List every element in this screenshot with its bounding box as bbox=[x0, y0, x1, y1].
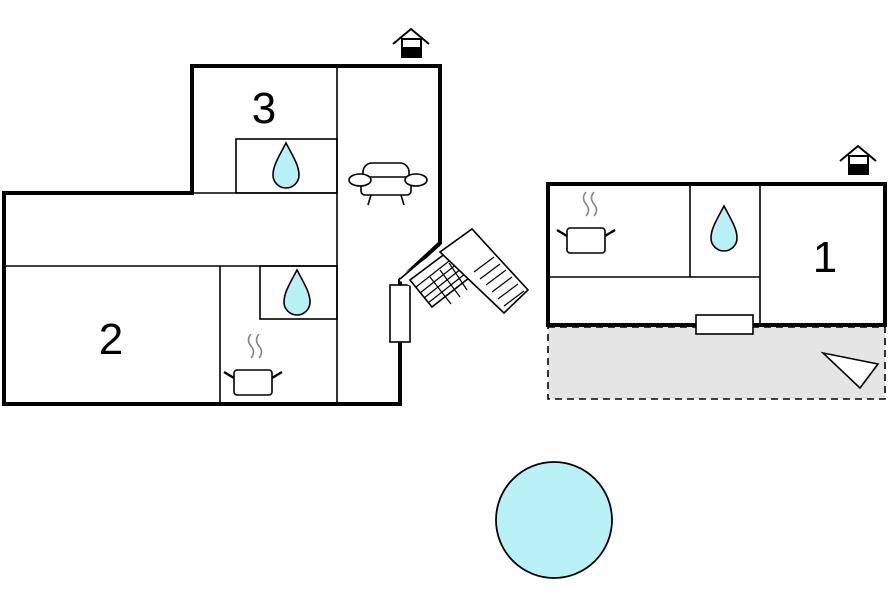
room-2-label: 2 bbox=[99, 315, 123, 364]
bathroom-upper bbox=[235, 138, 338, 194]
cooking-pot-icon bbox=[556, 191, 616, 254]
main-building-outline bbox=[2, 64, 442, 406]
house-icon bbox=[839, 144, 877, 175]
cooking-pot-icon bbox=[223, 333, 283, 396]
armchair-icon bbox=[348, 162, 428, 206]
water-drop-icon bbox=[272, 141, 300, 189]
guest-building bbox=[546, 182, 887, 400]
north-arrow-icon bbox=[820, 351, 880, 390]
water-drop-icon bbox=[283, 268, 311, 316]
terrace bbox=[547, 326, 886, 400]
room-1-label: 1 bbox=[813, 233, 837, 282]
room-3-label: 3 bbox=[252, 84, 276, 133]
pool-icon bbox=[495, 461, 613, 579]
bathroom-lower bbox=[259, 265, 338, 320]
main-building bbox=[2, 64, 442, 406]
terrace-door bbox=[695, 314, 754, 335]
staircase-icon bbox=[399, 227, 530, 315]
entrance-door bbox=[389, 284, 411, 343]
house-icon bbox=[392, 27, 430, 58]
water-drop-icon bbox=[710, 204, 738, 252]
